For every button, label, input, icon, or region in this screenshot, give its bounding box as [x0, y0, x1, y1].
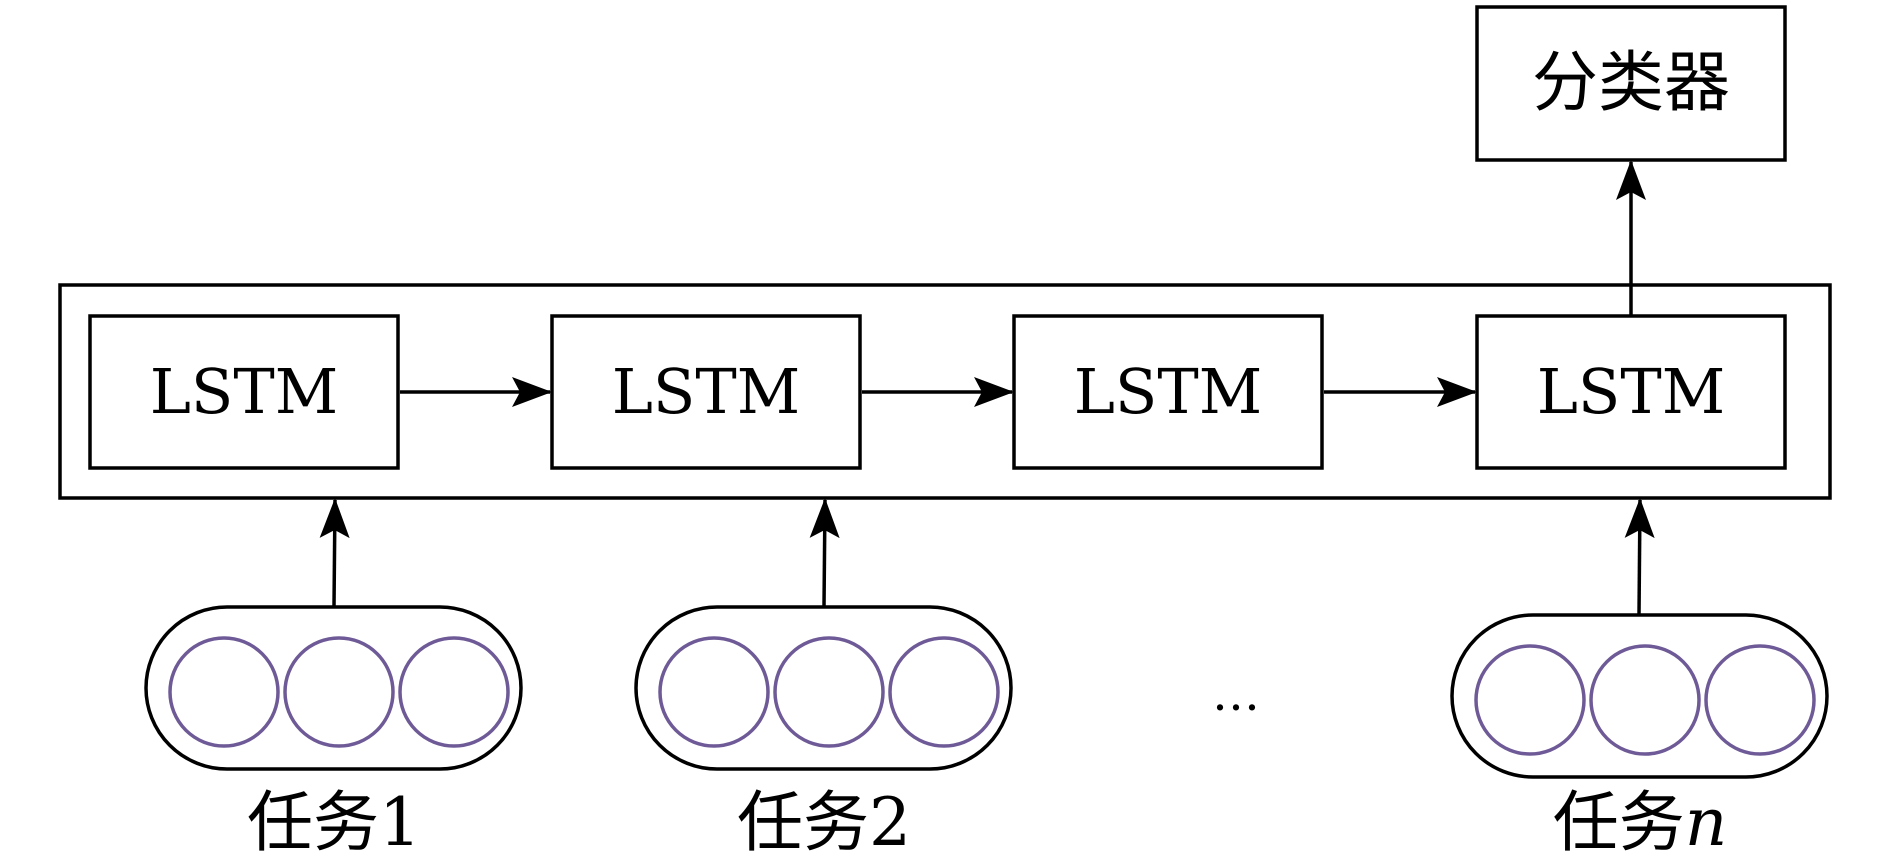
- task-label-number: 1: [379, 784, 421, 861]
- arrow-taskn-to-lstm4: [1624, 498, 1655, 616]
- input-node-circle: [1589, 644, 1701, 756]
- task-label-prefix: 任务: [1553, 784, 1685, 861]
- task-label-number: n: [1685, 784, 1728, 861]
- lstm-cell-label: LSTM: [1074, 355, 1262, 428]
- input-node-circle: [398, 636, 510, 748]
- task-input-n: 任务n: [1450, 498, 1829, 861]
- lstm-cell-4: LSTM: [1475, 314, 1787, 470]
- task-input-1: 任务1: [144, 498, 523, 861]
- classifier-box: 分类器: [1475, 5, 1787, 162]
- task-label-2: 任务2: [737, 784, 911, 861]
- input-node-circle: [1704, 644, 1816, 756]
- task-label-1: 任务1: [247, 784, 421, 861]
- lstm-cell-label: LSTM: [1537, 355, 1725, 428]
- arrow-task2-to-lstm2: [809, 498, 840, 608]
- lstm-cell-3: LSTM: [1012, 314, 1324, 470]
- task-label-prefix: 任务: [247, 784, 379, 861]
- lstm-cell-label: LSTM: [150, 355, 338, 428]
- classifier-label: 分类器: [1532, 44, 1730, 121]
- task-label-prefix: 任务: [737, 784, 869, 861]
- input-node-circle: [168, 636, 280, 748]
- lstm-cell-1: LSTM: [88, 314, 400, 470]
- task-input-2: 任务2: [634, 498, 1013, 861]
- input-node-circle: [658, 636, 770, 748]
- lstm-cell-label: LSTM: [612, 355, 800, 428]
- input-node-circle: [283, 636, 395, 748]
- task-label-n: 任务n: [1553, 784, 1728, 861]
- ellipsis: …: [1212, 666, 1260, 722]
- lstm-cell-2: LSTM: [550, 314, 862, 470]
- arrow-task1-to-lstm1: [319, 498, 350, 608]
- input-node-circle: [888, 636, 1000, 748]
- input-node-circle: [1474, 644, 1586, 756]
- task-label-number: 2: [869, 784, 911, 861]
- input-node-circle: [773, 636, 885, 748]
